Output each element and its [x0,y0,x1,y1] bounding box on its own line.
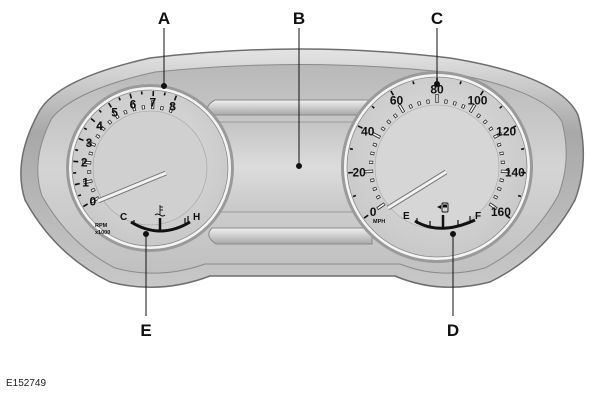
tachometer-label-3: 3 [86,136,93,150]
lower-trim-slot [209,228,372,244]
upper-trim-slot [207,100,372,115]
tachometer-label-0: 0 [89,194,96,208]
tachometer-label-7: 7 [150,95,157,109]
speedometer-label-160: 160 [491,205,511,219]
speedometer-label-120: 120 [496,124,516,138]
figure-id: E152749 [6,378,46,389]
rpm-multiplier-label: x1000 [95,230,110,236]
speedometer-label-140: 140 [505,165,525,179]
fuel-empty-label: E [403,211,410,222]
tachometer-label-8: 8 [169,99,176,113]
mph-unit-label: MPH [373,219,385,225]
callout-c: C [431,10,443,27]
fuel-full-label: F [475,211,481,222]
speedometer-label-40: 40 [361,124,375,138]
callout-b: B [293,10,305,27]
callout-d: D [447,322,459,339]
callout-e: E [140,322,151,339]
tachometer-label-5: 5 [111,106,118,120]
speedometer-label-60: 60 [390,94,404,108]
temperature-cold-label: C [120,212,127,223]
tachometer-label-6: 6 [130,98,137,112]
rpm-unit-label: RPM [95,223,108,229]
speedometer-label-0: 0 [370,205,377,219]
temperature-hot-label: H [193,212,200,223]
speedometer-label-20: 20 [352,165,366,179]
tachometer-label-2: 2 [81,156,88,170]
speedometer-label-100: 100 [467,94,487,108]
tachometer-label-4: 4 [96,119,103,133]
tachometer-label-1: 1 [82,176,89,190]
callout-a: A [158,10,170,27]
